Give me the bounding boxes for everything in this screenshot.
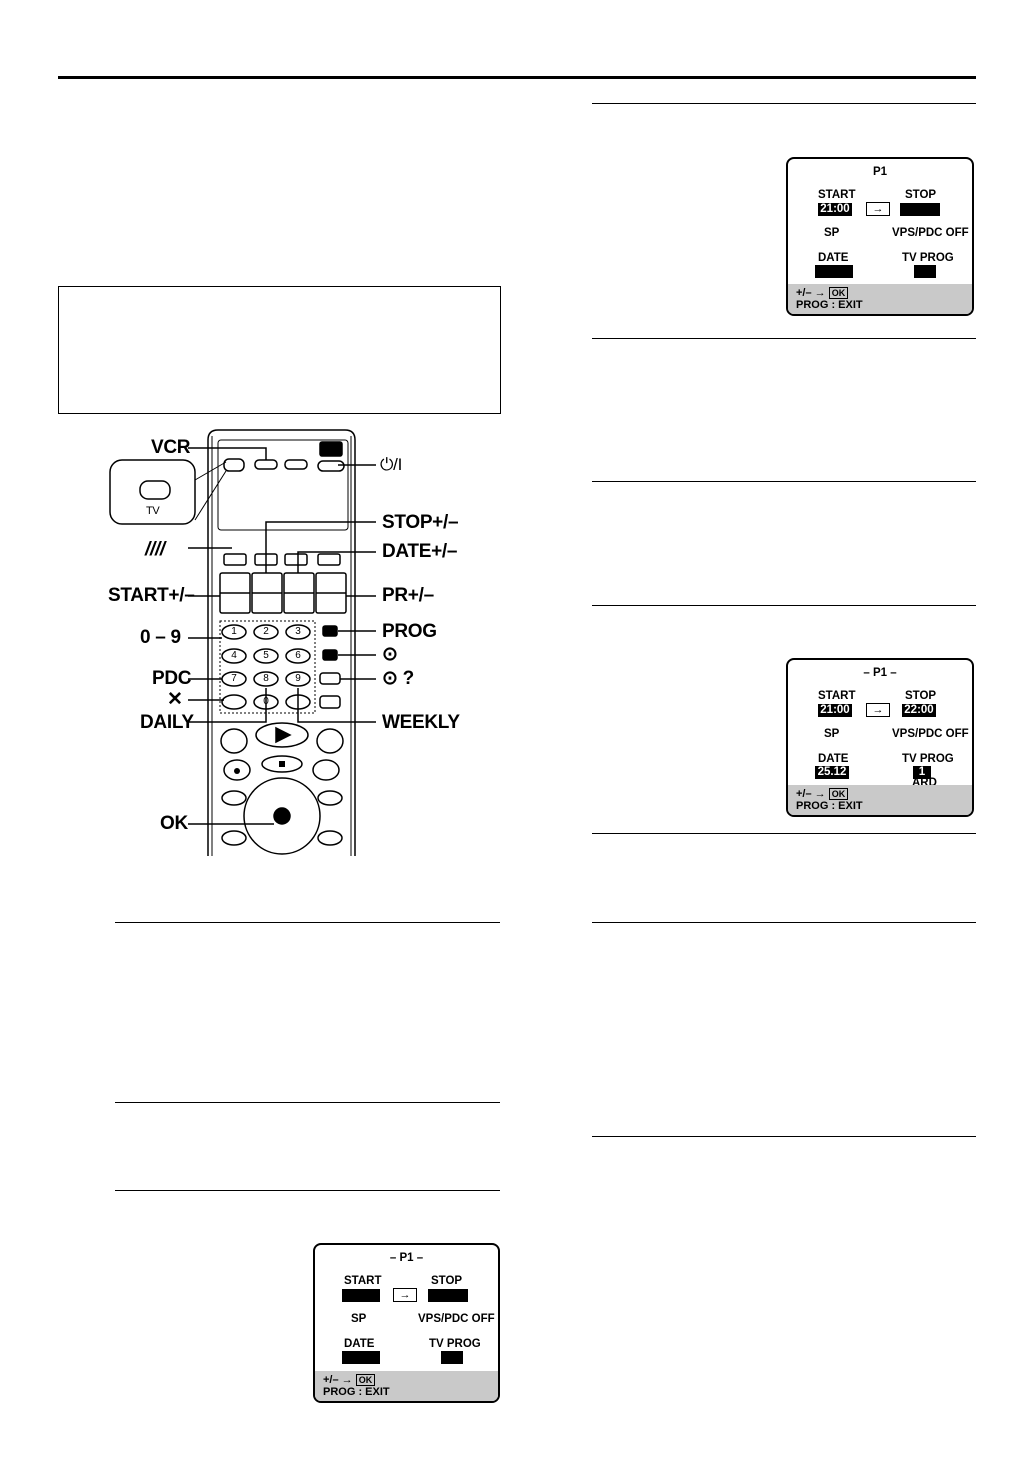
osd-stop-label: STOP [431,1275,463,1287]
osd-screen-2: – P1 – START 21:00 → STOP 22:00 SP VPS/P… [786,658,974,817]
label-pr: PR+/– [382,585,434,606]
osd-start-value: 21:00 [818,203,852,216]
label-date: DATE+/– [382,541,458,562]
label-digits: 0 – 9 [140,627,181,648]
osd-tvprog-label: TV PROG [902,252,954,264]
osd-tvprog-name: ARD [912,777,937,789]
osd-footer: +/– → OK PROG : EXIT [315,1371,498,1401]
osd-title: – P1 – [389,1252,424,1264]
osd-tvprog-value [441,1351,463,1364]
keypad-digit: 2 [263,626,269,637]
osd-stop-value: 22:00 [902,704,936,717]
label-slashes: //// [145,539,165,560]
keypad-digit: 9 [295,673,301,684]
top-rule [58,76,976,79]
label-tv: TV [146,505,160,517]
osd-tvprog-label: TV PROG [429,1338,481,1350]
rule-r1 [592,103,976,104]
ok-key-icon: OK [828,788,849,800]
label-weekly: WEEKLY [382,712,460,733]
label-power: ⏻/I [380,455,402,474]
rule-r2 [592,338,976,339]
label-pdc: PDC [152,668,192,689]
arrow-icon: → [866,703,890,717]
osd-sp: SP [824,728,840,740]
arrow-icon: → [866,202,890,216]
arrow-icon: → [393,1288,417,1302]
osd-stop-value [900,203,940,216]
rule-r5 [592,833,976,834]
osd-screen-1: P1 START 21:00 → STOP SP VPS/PDC OFF DAT… [786,157,974,316]
keypad-digit: 3 [295,626,301,637]
ok-key-icon: OK [828,287,849,299]
osd-start-label: START [818,189,856,201]
osd-date-label: DATE [818,753,849,765]
osd-date-value [342,1351,380,1364]
label-timer-q: ⊙ ? [382,668,414,689]
osd-screen-3: – P1 – START → STOP SP VPS/PDC OFF DATE … [313,1243,500,1403]
osd-foot-exit: PROG : EXIT [796,800,863,812]
osd-stop-value [428,1289,468,1302]
label-start: START+/– [108,585,195,606]
osd-start-value: 21:00 [818,704,852,717]
osd-date-value: 25.12 [815,766,849,779]
label-prog: PROG [382,621,437,642]
osd-start-label: START [344,1275,382,1287]
osd-foot-adjust: +/– → OK [796,287,849,299]
osd-footer: +/– → OK PROG : EXIT [788,284,972,314]
note-box [58,286,501,414]
osd-foot-adjust: +/– → OK [323,1374,376,1386]
keypad-digit: 5 [263,650,269,661]
label-cancel: ✕ [167,689,183,710]
osd-start-label: START [818,690,856,702]
keypad-digit: 4 [231,650,237,661]
osd-foot-exit: PROG : EXIT [796,299,863,311]
osd-tvprog-label: TV PROG [902,753,954,765]
rule-l2 [115,1102,500,1103]
osd-title: – P1 – [863,667,897,679]
osd-footer: +/– → OK PROG : EXIT [788,785,972,815]
osd-start-value [342,1289,380,1302]
rule-r6 [592,922,976,923]
osd-tvprog-value [914,265,936,278]
osd-date-label: DATE [344,1338,375,1350]
osd-foot-adjust: +/– → OK [796,788,849,800]
osd-stop-label: STOP [905,189,937,201]
keypad-digit: 6 [295,650,301,661]
rule-r3 [592,481,976,482]
rule-l3 [115,1190,500,1191]
osd-sp: SP [351,1313,367,1325]
osd-date-value [815,265,853,278]
keypad-digit: 7 [231,673,237,684]
osd-stop-label: STOP [905,690,937,702]
osd-vps: VPS/PDC OFF [892,728,969,740]
osd-foot-exit: PROG : EXIT [323,1386,390,1398]
rule-r7 [592,1136,976,1137]
keypad-digit: 8 [263,673,269,684]
label-ok: OK [160,813,188,834]
osd-title: P1 [872,166,888,178]
rule-l1 [115,922,500,923]
label-daily: DAILY [140,712,194,733]
label-timer: ⊙ [382,644,398,665]
keypad-digit: 1 [231,626,237,637]
label-vcr: VCR [151,437,191,458]
ok-key-icon: OK [355,1374,376,1386]
osd-date-label: DATE [818,252,849,264]
label-stop: STOP+/– [382,512,459,533]
osd-vps: VPS/PDC OFF [418,1313,495,1325]
rule-r4 [592,605,976,606]
osd-vps: VPS/PDC OFF [892,227,969,239]
keypad-digit: 0 [263,696,269,707]
osd-sp: SP [824,227,840,239]
osd-tvprog-value: 1 [913,766,931,779]
